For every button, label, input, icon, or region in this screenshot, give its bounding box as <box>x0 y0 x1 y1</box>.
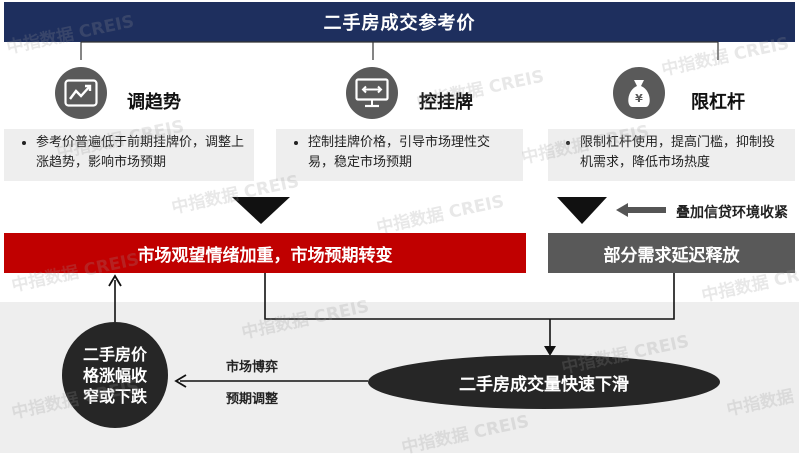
price-outcome-circle: 二手房价格涨幅收窄或下跌 <box>62 322 168 428</box>
merge-line <box>264 273 675 320</box>
pillar-title-trend: 调趋势 <box>127 92 181 113</box>
delayed-demand-bar: 部分需求延迟释放 <box>548 233 795 273</box>
pillar-title-listing: 控挂牌 <box>419 92 473 113</box>
monitor-arrows-icon <box>346 67 398 119</box>
volume-decline-ellipse: 二手房成交量快速下滑 <box>368 355 720 409</box>
price-outcome-text: 二手房价格涨幅收窄或下跌 <box>82 344 147 406</box>
market-sentiment-bar: 市场观望情绪加重，市场预期转变 <box>4 233 526 273</box>
pillar-desc-listing: 控制挂牌价格，引导市场理性交易，稳定市场预期 <box>276 129 523 181</box>
credit-note: 叠加信贷环境收紧 <box>676 205 788 221</box>
pillar-title-leverage: 限杠杆 <box>691 92 745 113</box>
pillar-desc-leverage: 限制杠杆使用，提高门槛，抑制投机需求，降低市场热度 <box>548 129 795 181</box>
down-triangle-left <box>232 197 290 224</box>
pillar-desc-text: 控制挂牌价格，引导市场理性交易，稳定市场预期 <box>308 133 515 173</box>
title-bar: 二手房成交参考价 <box>4 2 795 42</box>
arrow-down-to-ellipse <box>544 346 556 356</box>
trend-chart-icon <box>55 67 107 119</box>
pillar-desc-trend: 参考价普遍低于前期挂牌价，调整上涨趋势，影响市场预期 <box>4 129 254 181</box>
svg-text:¥: ¥ <box>635 92 643 105</box>
label-expectation-adjust: 预期调整 <box>226 392 279 407</box>
pillar-desc-text: 参考价普遍低于前期挂牌价，调整上涨趋势，影响市场预期 <box>36 133 246 173</box>
money-bag-icon: ¥ <box>613 67 665 119</box>
down-triangle-right <box>557 197 607 224</box>
label-market-game: 市场博弈 <box>226 360 279 375</box>
pillar-desc-text: 限制杠杆使用，提高门槛，抑制投机需求，降低市场热度 <box>580 133 787 173</box>
